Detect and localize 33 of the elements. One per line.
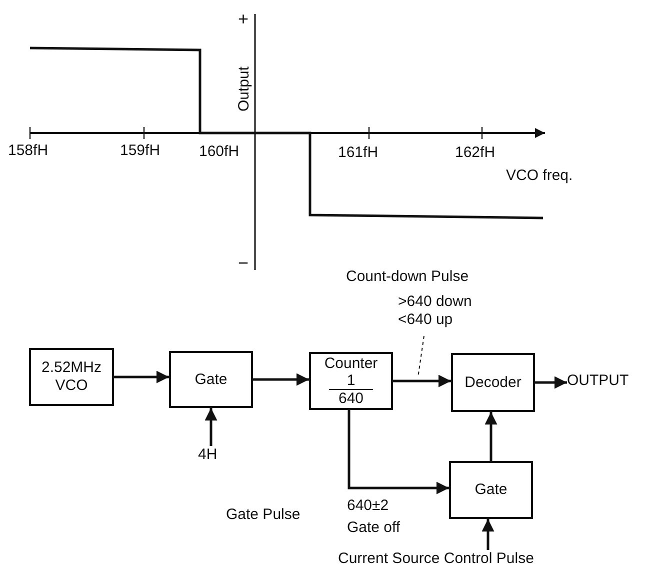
tick-label: 161fH [338,144,378,162]
gate-box: Gate [169,351,253,408]
arrow [535,376,567,389]
arrow [114,370,169,384]
counter-box [309,352,393,410]
arrow [484,412,498,461]
leader-line [418,336,424,378]
tick-label: 158fH [8,142,48,160]
tick-label: 162fH [455,144,496,162]
arrow [348,410,449,494]
tick-label: 160fH [199,143,240,161]
arrow [393,374,451,388]
gate-box: Gate [449,461,533,519]
axis-title: VCO freq. [506,167,573,185]
oscillator-box: 2.52MHz VCO [29,348,114,406]
signal-label: 4H [198,446,224,464]
fraction-denominator: 640 [338,390,364,408]
arrow [253,373,309,386]
signal-label: Current Source Control Pulse [338,550,638,568]
axis-sign: + [238,10,249,28]
arrow [482,519,494,550]
fraction-numerator: 1 [328,372,374,390]
axis-sign: − [238,254,249,272]
signal-label: Count-down Pulse [346,268,470,286]
edge-label: Gate Pulse [226,506,300,524]
note-text: 640±2 Gate off [347,496,402,538]
axis-title: Output [236,66,254,112]
annotation-text: >640 down <640 up [398,293,473,329]
output-label: OUTPUT [567,372,645,390]
tick-label: 159fH [120,142,160,160]
decoder-box: Decoder [451,353,535,412]
arrow [204,408,218,446]
block-title: Counter [324,354,378,372]
